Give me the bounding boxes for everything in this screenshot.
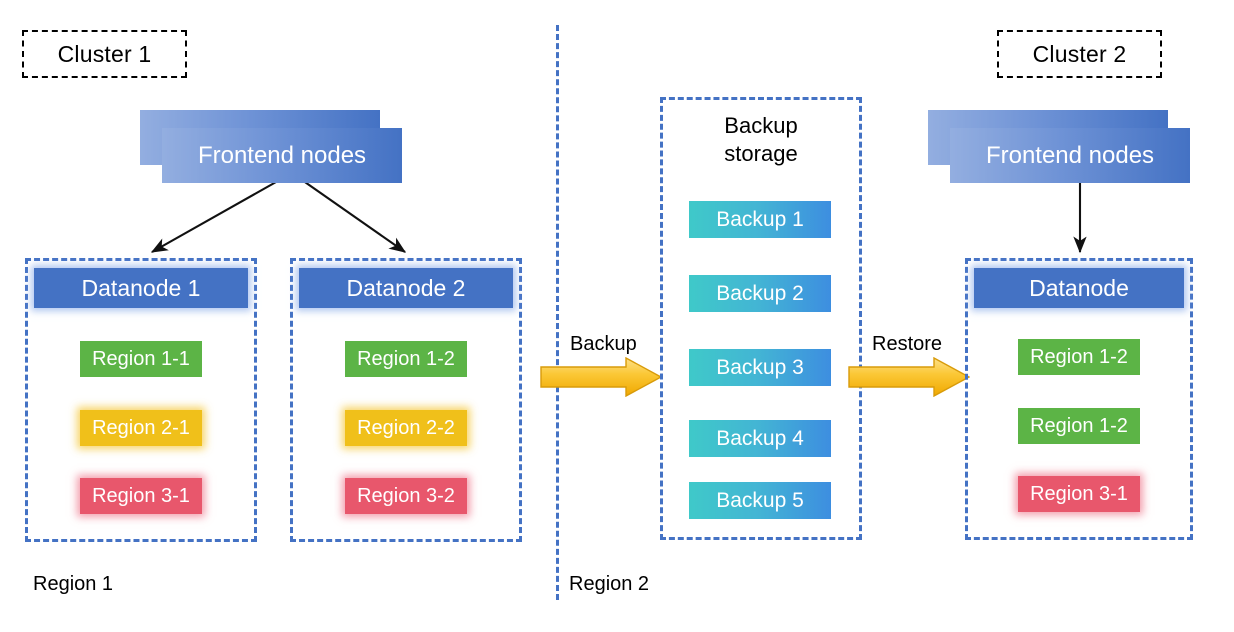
region-chip-2-1[interactable]: Region 2-1 <box>80 410 202 446</box>
datanode-1-container <box>25 258 257 542</box>
backup-storage-title: Backup storage <box>660 112 862 168</box>
region-chip-restored-2[interactable]: Region 1-2 <box>1018 408 1140 444</box>
backup-chip-3[interactable]: Backup 3 <box>689 349 831 386</box>
datanode-1-title: Datanode 1 <box>81 274 201 301</box>
region-chip-label: Region 1-2 <box>357 347 455 370</box>
backup-chip-5[interactable]: Backup 5 <box>689 482 831 519</box>
backup-chip-4[interactable]: Backup 4 <box>689 420 831 457</box>
region-chip-label: Region 3-1 <box>92 484 190 507</box>
region-chip-1-1[interactable]: Region 1-1 <box>80 341 202 377</box>
region-2-caption: Region 2 <box>569 573 649 596</box>
region-chip-restored-3[interactable]: Region 3-1 <box>1018 476 1140 512</box>
backup-chip-label: Backup 1 <box>716 207 804 231</box>
region-chip-label: Region 1-2 <box>1030 414 1128 437</box>
region-chip-label: Region 2-1 <box>92 416 190 439</box>
region-chip-restored-1[interactable]: Region 1-2 <box>1018 339 1140 375</box>
backup-chip-1[interactable]: Backup 1 <box>689 201 831 238</box>
frontend-nodes-label: Frontend nodes <box>985 141 1155 169</box>
region-chip-3-2[interactable]: Region 3-2 <box>345 478 467 514</box>
region-chip-label: Region 1-1 <box>92 347 190 370</box>
datanode-2-container <box>290 258 522 542</box>
cluster-1-label-text: Cluster 1 <box>57 40 152 67</box>
backup-flow-label: Backup <box>570 333 637 356</box>
region-chip-label: Region 1-2 <box>1030 345 1128 368</box>
backup-storage-title-line2: storage <box>724 141 798 167</box>
frontend-nodes-label: Frontend nodes <box>197 141 367 169</box>
datanode-restored-title: Datanode <box>1029 274 1129 301</box>
datanode-2-title: Datanode 2 <box>346 274 466 301</box>
region-1-caption-text: Region 1 <box>33 573 114 595</box>
datanode-restored-container <box>965 258 1193 540</box>
backup-flow-arrow <box>540 356 663 398</box>
region-2-caption-text: Region 2 <box>569 573 650 595</box>
restore-flow-label-text: Restore <box>872 333 943 355</box>
datanode-restored-header[interactable]: Datanode <box>974 268 1184 308</box>
backup-chip-label: Backup 2 <box>716 281 804 305</box>
region-chip-2-2[interactable]: Region 2-2 <box>345 410 467 446</box>
backup-flow-label-text: Backup <box>570 333 637 355</box>
backup-storage-title-line1: Backup <box>724 113 798 138</box>
region-divider <box>556 25 559 600</box>
backup-storage-container <box>660 97 862 540</box>
backup-chip-label: Backup 4 <box>716 426 804 450</box>
backup-chip-2[interactable]: Backup 2 <box>689 275 831 312</box>
cluster-1-label: Cluster 1 <box>22 30 187 78</box>
region-chip-1-2[interactable]: Region 1-2 <box>345 341 467 377</box>
region-chip-label: Region 3-1 <box>1030 482 1128 505</box>
cluster-2-label-text: Cluster 2 <box>1032 40 1127 67</box>
frontend-stack-front-sheet: Frontend nodes <box>950 128 1190 183</box>
region-1-caption: Region 1 <box>33 573 113 596</box>
frontend-nodes-cluster-2[interactable]: Frontend nodes <box>928 110 1193 185</box>
backup-chip-label: Backup 3 <box>716 355 804 379</box>
restore-flow-label: Restore <box>872 333 942 356</box>
region-chip-3-1[interactable]: Region 3-1 <box>80 478 202 514</box>
backup-chip-label: Backup 5 <box>716 488 804 512</box>
frontend-nodes-cluster-1[interactable]: Frontend nodes <box>140 110 405 185</box>
cluster-2-label: Cluster 2 <box>997 30 1162 78</box>
datanode-2-header[interactable]: Datanode 2 <box>299 268 513 308</box>
frontend-stack-front-sheet: Frontend nodes <box>162 128 402 183</box>
region-chip-label: Region 3-2 <box>357 484 455 507</box>
region-chip-label: Region 2-2 <box>357 416 455 439</box>
datanode-1-header[interactable]: Datanode 1 <box>34 268 248 308</box>
restore-flow-arrow <box>848 356 971 398</box>
